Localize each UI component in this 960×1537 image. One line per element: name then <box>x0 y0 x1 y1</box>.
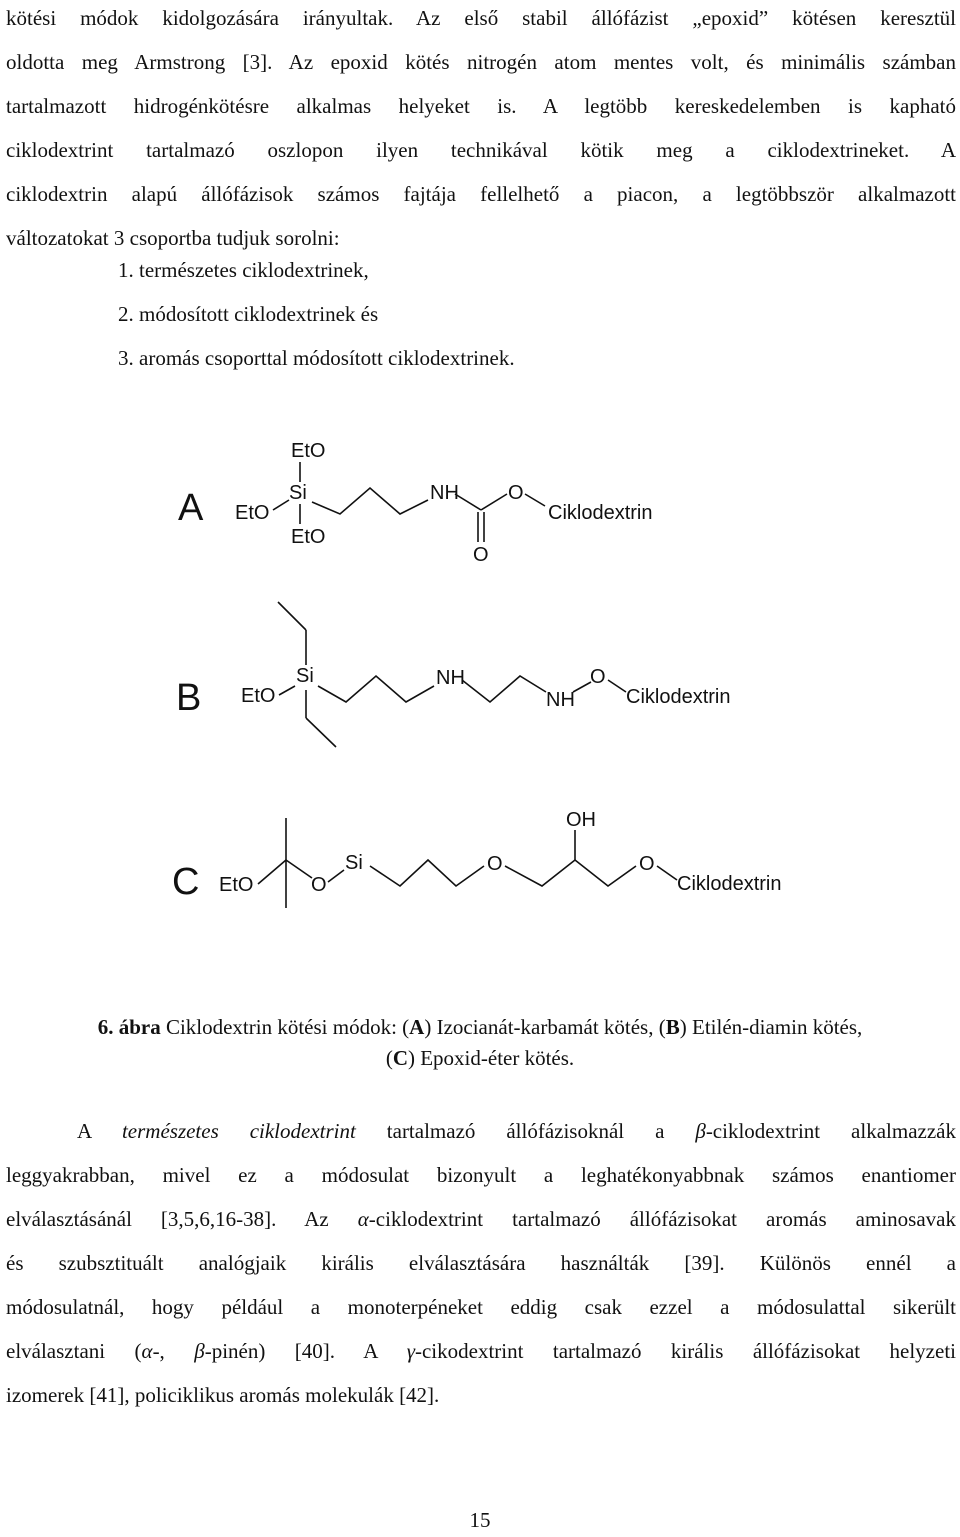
intro-line: változatokat 3 csoportba tudjuk sorolni: <box>6 226 340 250</box>
figure-number: 6. ábra <box>97 1015 161 1039</box>
body-line: elválasztásánál [3,5,6,16-38]. Az α-cikl… <box>6 1207 956 1231</box>
o-label: O <box>590 666 606 688</box>
eto-label: EtO <box>219 874 253 896</box>
cyclodextrin-group-list: 1. természetes ciklodextrinek, 2. módosí… <box>118 248 515 380</box>
body-line: leggyakrabban, mivel ez a módosulat bizo… <box>6 1163 956 1187</box>
eto-left-label: EtO <box>235 502 269 524</box>
intro-line: oldotta meg Armstrong [3]. Az epoxid köt… <box>6 50 956 74</box>
structure-label-a: A <box>178 487 204 529</box>
figure-caption: 6. ábra Ciklodextrin kötési módok: (A) I… <box>0 1012 960 1074</box>
oh-label: OH <box>566 809 596 831</box>
si-label: Si <box>345 852 363 874</box>
body-line: A természetes ciklodextrint tartalmazó á… <box>77 1119 956 1143</box>
eto-bottom-label: EtO <box>291 526 325 548</box>
caption-line: (C) Epoxid-éter kötés. <box>385 1046 575 1070</box>
structure-c: C EtO O Si O OH O Ciklodextrin <box>172 809 781 908</box>
o-label: O <box>639 853 655 875</box>
o-label: O <box>311 874 327 896</box>
ester-o-label: O <box>508 482 524 504</box>
intro-line: kötési módok kidolgozására irányultak. A… <box>6 6 956 30</box>
nh-label: NH <box>430 482 459 504</box>
caption-line: 6. ábra Ciklodextrin kötési módok: (A) I… <box>97 1015 863 1039</box>
nh-label: NH <box>436 667 465 689</box>
body-line: elválasztani (α-, β-pinén) [40]. A γ-cik… <box>6 1339 956 1363</box>
ciklodextrin-label: Ciklodextrin <box>677 873 781 895</box>
list-item: 2. módosított ciklodextrinek és <box>118 302 379 326</box>
body-line: és szubsztituált analógjaik királis elvá… <box>6 1251 956 1275</box>
chemical-structures-figure: A EtO EtO Si EtO NH O O Ciklodextrin B S… <box>172 440 781 908</box>
list-item: 1. természetes ciklodextrinek, <box>118 258 369 282</box>
nh-label: NH <box>546 689 575 711</box>
si-label: Si <box>289 482 307 504</box>
eto-top-label: EtO <box>291 440 325 462</box>
structure-a: A EtO EtO Si EtO NH O O Ciklodextrin <box>178 440 652 566</box>
intro-line: ciklodextrint tartalmazó oszlopon ilyen … <box>6 138 956 162</box>
intro-line: tartalmazott hidrogénkötésre alkalmas he… <box>6 94 956 118</box>
page-number: 15 <box>469 1508 491 1532</box>
intro-line: ciklodextrin alapú állófázisok számos fa… <box>6 182 956 206</box>
structure-label-b: B <box>176 677 201 719</box>
eto-label: EtO <box>241 685 275 707</box>
intro-paragraph: kötési módok kidolgozására irányultak. A… <box>6 0 956 260</box>
structure-label-c: C <box>172 861 199 903</box>
body-paragraph: A természetes ciklodextrint tartalmazó á… <box>6 1109 956 1417</box>
carbonyl-o-label: O <box>473 544 489 566</box>
structure-b: B Si EtO NH NH O Ciklodextrin <box>176 601 730 748</box>
body-line: módosulatnál, hogy például a monoterpéne… <box>6 1295 956 1319</box>
body-line: izomerek [41], policiklikus aromás molek… <box>6 1383 440 1407</box>
ciklodextrin-label: Ciklodextrin <box>626 686 730 708</box>
si-label: Si <box>296 665 314 687</box>
list-item: 3. aromás csoporttal módosított ciklodex… <box>118 346 515 370</box>
ciklodextrin-label: Ciklodextrin <box>548 502 652 524</box>
o-label: O <box>487 853 503 875</box>
